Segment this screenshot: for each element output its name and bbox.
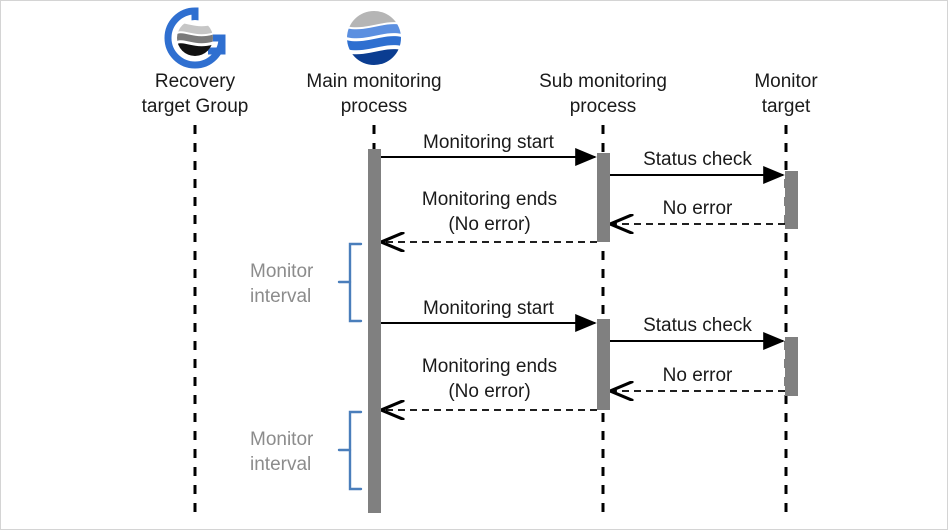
message-label-no-error-2: No error bbox=[662, 365, 733, 386]
activation-bar-monitor-target-2 bbox=[785, 337, 798, 396]
message-label-monitoring-start-2: Monitoring start bbox=[423, 298, 554, 319]
message-label-monitoring-ends-2: Monitoring ends (No error) bbox=[421, 356, 558, 402]
interval-label-monitor-interval-1: Monitor interval bbox=[250, 261, 314, 307]
activation-bar-sub-process-2 bbox=[597, 319, 610, 410]
activation-bar-main-process bbox=[368, 149, 381, 513]
g-ring-globe-icon bbox=[164, 7, 226, 69]
actor-label-main-monitoring-process: Main monitoring process bbox=[306, 71, 442, 117]
message-label-monitoring-ends-1: Monitoring ends (No error) bbox=[421, 189, 558, 235]
actor-label-monitor-target: Monitor target bbox=[754, 71, 818, 117]
message-label-monitoring-start-1: Monitoring start bbox=[423, 132, 554, 153]
activation-bar-sub-process-1 bbox=[597, 153, 610, 242]
interval-label-monitor-interval-2: Monitor interval bbox=[250, 429, 314, 475]
message-label-no-error-1: No error bbox=[662, 198, 733, 219]
interval-brace-1 bbox=[337, 242, 363, 323]
activation-bar-monitor-target-1 bbox=[785, 171, 798, 229]
message-label-status-check-2: Status check bbox=[643, 315, 752, 336]
actor-label-sub-monitoring-process: Sub monitoring process bbox=[539, 71, 667, 117]
message-label-status-check-1: Status check bbox=[643, 149, 752, 170]
interval-brace-2 bbox=[337, 410, 363, 491]
globe-waves-icon bbox=[343, 7, 405, 69]
actor-label-recovery-target-group: Recovery target Group bbox=[141, 71, 249, 117]
